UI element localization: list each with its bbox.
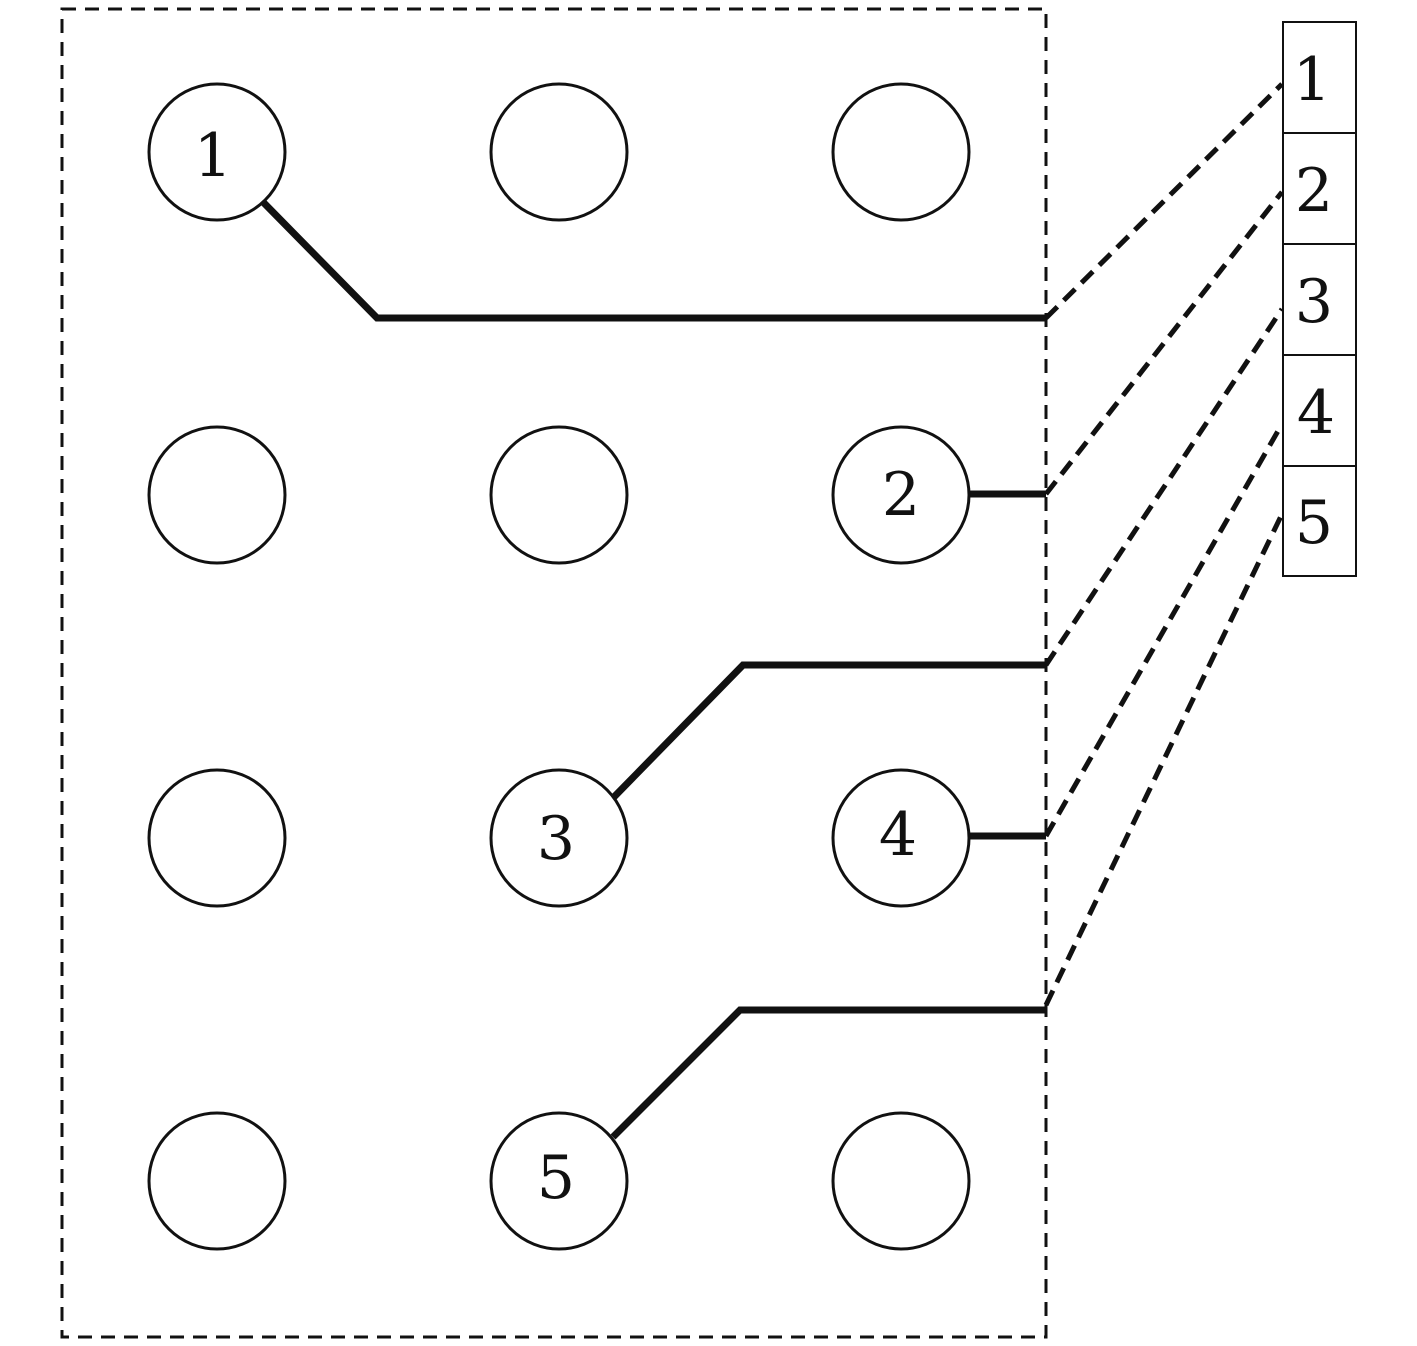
node-r4-c2: 5 (489, 1111, 629, 1251)
fanout-line-1 (1044, 82, 1284, 320)
trace-1 (260, 199, 1046, 322)
port-1: 1 (1282, 21, 1357, 134)
grid-panel-border (60, 7, 1048, 1339)
fanout-lines (1043, 82, 1285, 1007)
fanout-line-5 (1043, 512, 1285, 1007)
trace-3 (610, 661, 1046, 801)
node-r2-c3: 2 (831, 425, 971, 565)
node-r4-c3 (831, 1111, 971, 1251)
traces (260, 199, 1046, 1140)
port-4: 4 (1282, 354, 1357, 467)
fanout-line-3 (1043, 307, 1285, 667)
fanout-line-4 (1043, 422, 1285, 838)
port-column: 1 2 3 4 5 (1282, 21, 1357, 577)
port-label: 1 (1293, 45, 1331, 115)
node-label: 1 (194, 121, 232, 191)
port-label: 3 (1295, 267, 1333, 337)
node-label: 3 (537, 804, 575, 874)
fanout-line-2 (1044, 190, 1284, 496)
port-2: 2 (1282, 132, 1357, 245)
node-label: 5 (537, 1143, 575, 1213)
node-r2-c2 (489, 425, 629, 565)
port-3: 3 (1282, 243, 1357, 356)
node-r3-c3: 4 (831, 768, 971, 908)
node-r1-c1: 1 (147, 82, 287, 222)
node-r4-c1 (147, 1111, 287, 1251)
port-label: 5 (1295, 488, 1333, 558)
node-r3-c1 (147, 768, 287, 908)
node-label: 2 (882, 460, 920, 530)
node-r3-c2: 3 (489, 768, 629, 908)
node-r1-c3 (831, 82, 971, 222)
node-r1-c2 (489, 82, 629, 222)
trace-5 (610, 1006, 1046, 1140)
node-label: 4 (879, 800, 917, 870)
port-label: 2 (1295, 156, 1333, 226)
port-label: 4 (1297, 378, 1335, 448)
port-5: 5 (1282, 465, 1357, 577)
grid-nodes: 1 2 3 4 (147, 82, 971, 1251)
node-r2-c1 (147, 425, 287, 565)
